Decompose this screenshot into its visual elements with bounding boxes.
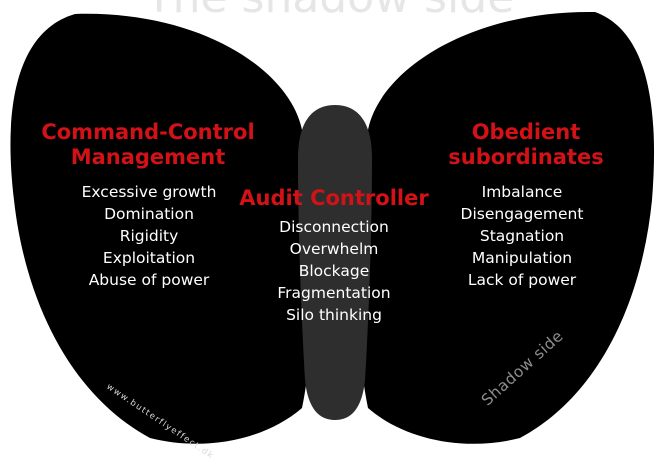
list-item: Overwhelm xyxy=(289,240,379,258)
left-wing xyxy=(10,13,312,444)
list-item: Manipulation xyxy=(471,249,573,267)
list-item: Disengagement xyxy=(460,205,584,223)
butterfly-shape xyxy=(10,11,655,444)
center-heading: Audit Controller xyxy=(239,186,429,210)
right-wing-list: Imbalance Disengagement Stagnation Manip… xyxy=(426,181,618,291)
left-wing-list: Excessive growth Domination Rigidity Exp… xyxy=(40,181,258,291)
left-wing-heading: Command-Control Management xyxy=(41,120,255,169)
list-item: Lack of power xyxy=(467,271,577,289)
right-wing xyxy=(358,11,655,444)
butterfly-body xyxy=(298,105,372,420)
list-item: Exploitation xyxy=(102,249,196,267)
list-item: Abuse of power xyxy=(88,271,210,289)
list-item: Fragmentation xyxy=(277,284,391,302)
list-item: Domination xyxy=(104,205,194,223)
right-wing-heading: Obedient subordinates xyxy=(448,120,604,169)
list-item: Imbalance xyxy=(481,183,563,201)
list-item: Rigidity xyxy=(119,227,179,245)
list-item: Blockage xyxy=(298,262,370,280)
list-item: Disconnection xyxy=(279,218,389,236)
page-title: The shadow side xyxy=(0,0,660,23)
list-item: Stagnation xyxy=(479,227,565,245)
list-item: Silo thinking xyxy=(286,306,382,324)
center-list: Disconnection Overwhelm Blockage Fragmen… xyxy=(236,216,432,326)
list-item: Excessive growth xyxy=(81,183,217,201)
